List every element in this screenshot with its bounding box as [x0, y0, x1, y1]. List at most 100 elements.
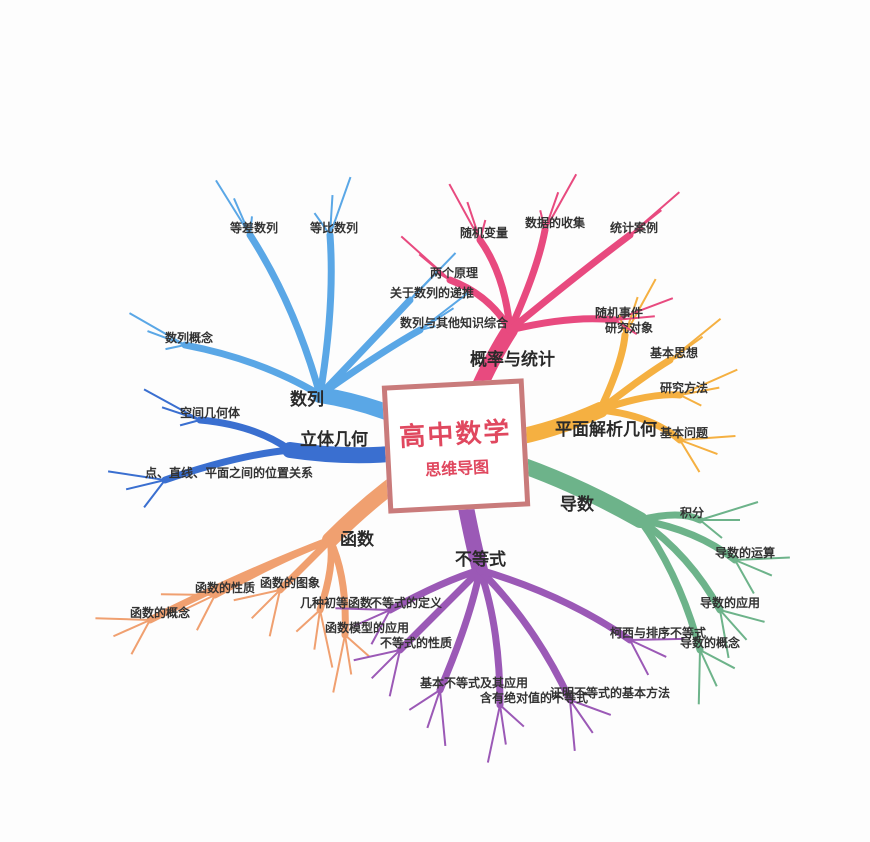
branch-twig [143, 388, 201, 421]
branch-twig [679, 394, 702, 407]
branch-line-sub [246, 231, 324, 399]
branch-twig [544, 191, 560, 231]
branch-twig [143, 479, 166, 508]
branch-twig [436, 271, 451, 281]
sub-topic-label: 数列概念 [165, 331, 214, 345]
branch-twig [539, 210, 546, 231]
branch-twig [448, 183, 481, 241]
branch-line-sub [326, 536, 349, 639]
branch-twig [629, 639, 667, 658]
branch-twig [215, 179, 251, 236]
branch-line-sub [596, 391, 684, 414]
branch-line-sub [506, 226, 549, 334]
sub-topic-label: 证明不等式的基本方法 [550, 686, 671, 700]
sub-topic-label: 等差数列 [230, 221, 279, 235]
branch-line-sub [506, 231, 634, 334]
branch-twig [669, 317, 722, 361]
branch-twig [499, 704, 525, 728]
sub-topic-label: 关于数列的递推 [390, 286, 475, 300]
branch-twig [418, 253, 451, 281]
branch-twig [249, 216, 253, 236]
branch-twig [679, 439, 701, 473]
branch-line-sub [316, 231, 335, 399]
branch-twig [125, 479, 166, 491]
sub-topic-label: 研究方法 [660, 381, 709, 395]
branch-twig [569, 699, 612, 716]
branch-twig [614, 319, 638, 336]
branch-twig [329, 195, 334, 236]
branch-twig [719, 609, 765, 623]
branch-twig [697, 649, 701, 705]
sub-topic-label: 数据的收集 [525, 216, 586, 230]
branch-twig [699, 501, 759, 521]
sub-topic-label: 积分 [680, 506, 705, 520]
branch-twig [147, 330, 186, 346]
branch-label: 不等式 [455, 550, 506, 570]
branch-twig [128, 312, 186, 346]
branch-twig [408, 689, 441, 711]
branch-line-sub [476, 566, 574, 704]
branch-line-sub [476, 236, 514, 334]
branch-twig [335, 607, 391, 611]
branch-twig [719, 609, 748, 641]
branch-twig [160, 593, 216, 596]
branch-twig [614, 315, 655, 321]
branch-twig [370, 609, 391, 645]
branch-twig [419, 289, 473, 331]
branch-twig [130, 619, 151, 655]
branch-twig [251, 589, 281, 619]
sub-topic-label: 等比数列 [310, 221, 359, 235]
branch-line-sub [596, 356, 674, 414]
sub-topic-label: 柯西与排序不等式 [610, 626, 707, 640]
branch-twig [734, 556, 790, 561]
branch-twig [161, 406, 201, 421]
branch-line-sub [436, 566, 484, 694]
branch-label: 平面解析几何 [555, 420, 657, 440]
central-topic: 高中数学 思维导图 [381, 378, 531, 514]
branch-twig [486, 704, 501, 763]
sub-topic-label: 随机变量 [460, 226, 509, 240]
branch-twig [332, 634, 346, 693]
branch-line-sub [161, 446, 294, 484]
sub-topic-label: 统计案例 [610, 221, 659, 235]
sub-topic-label: 随机事件 [595, 306, 644, 320]
branch-twig [569, 699, 594, 734]
branch-twig [679, 368, 738, 396]
sub-topic-label: 空间几何体 [180, 406, 241, 420]
branch-twig [344, 634, 370, 658]
sub-topic-label: 点、直线、平面之间的位置关系 [145, 466, 314, 480]
branch-line-sub [636, 516, 739, 564]
branch-twig [344, 634, 353, 675]
branch-line-sub [636, 516, 724, 614]
sub-topic-label: 基本不等式及其应用 [420, 676, 529, 690]
central-title: 高中数学 [398, 416, 513, 453]
branch-twig [499, 704, 507, 745]
sub-topic-label: 函数的图象 [260, 576, 321, 590]
sub-topic-label: 不等式的定义 [370, 596, 443, 610]
branch-twig [371, 649, 401, 679]
branch-twig [233, 197, 251, 236]
branch-twig [113, 619, 151, 638]
branch-twig [426, 689, 441, 729]
branch-twig [629, 639, 650, 676]
branch-label: 立体几何 [300, 430, 368, 450]
branch-line-sub [316, 326, 424, 399]
branch-twig [679, 386, 720, 396]
branch-line-sub [596, 406, 684, 444]
branch-twig [409, 252, 457, 301]
branch-twig [353, 609, 391, 628]
branch-line-sub [506, 315, 619, 334]
sub-topic-label: 基本问题 [660, 426, 709, 440]
branch-line-sub [636, 516, 704, 654]
sub-topic-label: 数列与其他知识综合 [400, 316, 509, 330]
sub-topic-label: 导数的应用 [700, 596, 761, 610]
branch-twig [629, 637, 685, 641]
branch-twig [699, 649, 718, 687]
sub-topic-label: 研究对象 [605, 321, 654, 335]
sub-topic-label: 几种初等函数 [300, 596, 373, 610]
branch-twig [107, 470, 166, 481]
branch-label: 概率与统计 [470, 350, 555, 370]
branch-line-sub [386, 566, 484, 614]
sub-topic-label: 函数的性质 [195, 581, 256, 595]
branch-label: 函数 [340, 530, 374, 550]
